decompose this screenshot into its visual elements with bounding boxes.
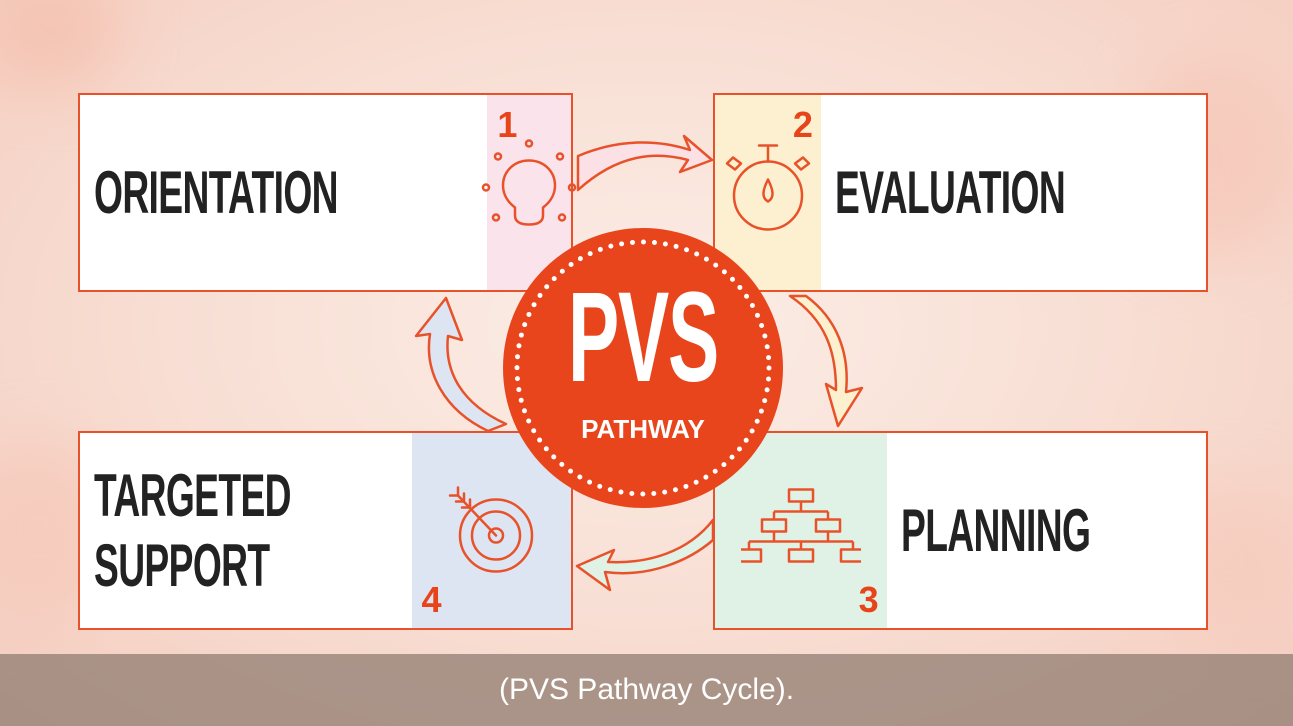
arrow-1-to-2 [576, 134, 714, 192]
arrow-4-to-1 [414, 296, 508, 433]
step-label: EVALUATION [834, 158, 1066, 226]
step-number: 1 [497, 104, 518, 145]
step-card-evaluation: 2 EVALUATION [713, 93, 1208, 292]
step-label: ORIENTATION [94, 158, 339, 226]
step-label-cell: PLANNING [887, 433, 1206, 628]
org-chart-icon [735, 483, 867, 578]
step-label-cell: EVALUATION [821, 95, 1206, 290]
step-card-targeted-support: TARGETED SUPPORT 4 [78, 431, 573, 630]
badge-dotted-ring [514, 239, 772, 497]
arrow-3-to-4 [575, 518, 715, 592]
caption-bar: (PVS Pathway Cycle). [0, 654, 1293, 726]
badge-subtitle: PATHWAY [581, 414, 705, 444]
step-label: PLANNING [900, 496, 1091, 564]
step-icon-cell: 2 [715, 95, 821, 290]
step-icon-cell: 3 [715, 433, 887, 628]
step-number: 2 [792, 104, 813, 145]
step-number: 3 [858, 579, 879, 620]
step-label-cell: ORIENTATION [80, 95, 487, 290]
lightbulb-icon [474, 135, 584, 250]
step-label: TARGETED SUPPORT [94, 461, 291, 599]
badge-circle [503, 228, 783, 508]
step-label-cell: TARGETED SUPPORT [80, 433, 412, 628]
target-arrow-icon [436, 473, 546, 588]
step-card-planning: 3 [713, 431, 1208, 630]
badge-title: PVS [567, 266, 719, 409]
arrow-2-to-3 [788, 294, 864, 428]
pvs-pathway-badge: PVS PATHWAY [503, 228, 783, 508]
stopwatch-icon [713, 135, 823, 250]
step-card-orientation: ORIENTATION 1 [78, 93, 577, 292]
step-number: 4 [421, 579, 442, 620]
caption-text: (PVS Pathway Cycle). [498, 673, 795, 706]
